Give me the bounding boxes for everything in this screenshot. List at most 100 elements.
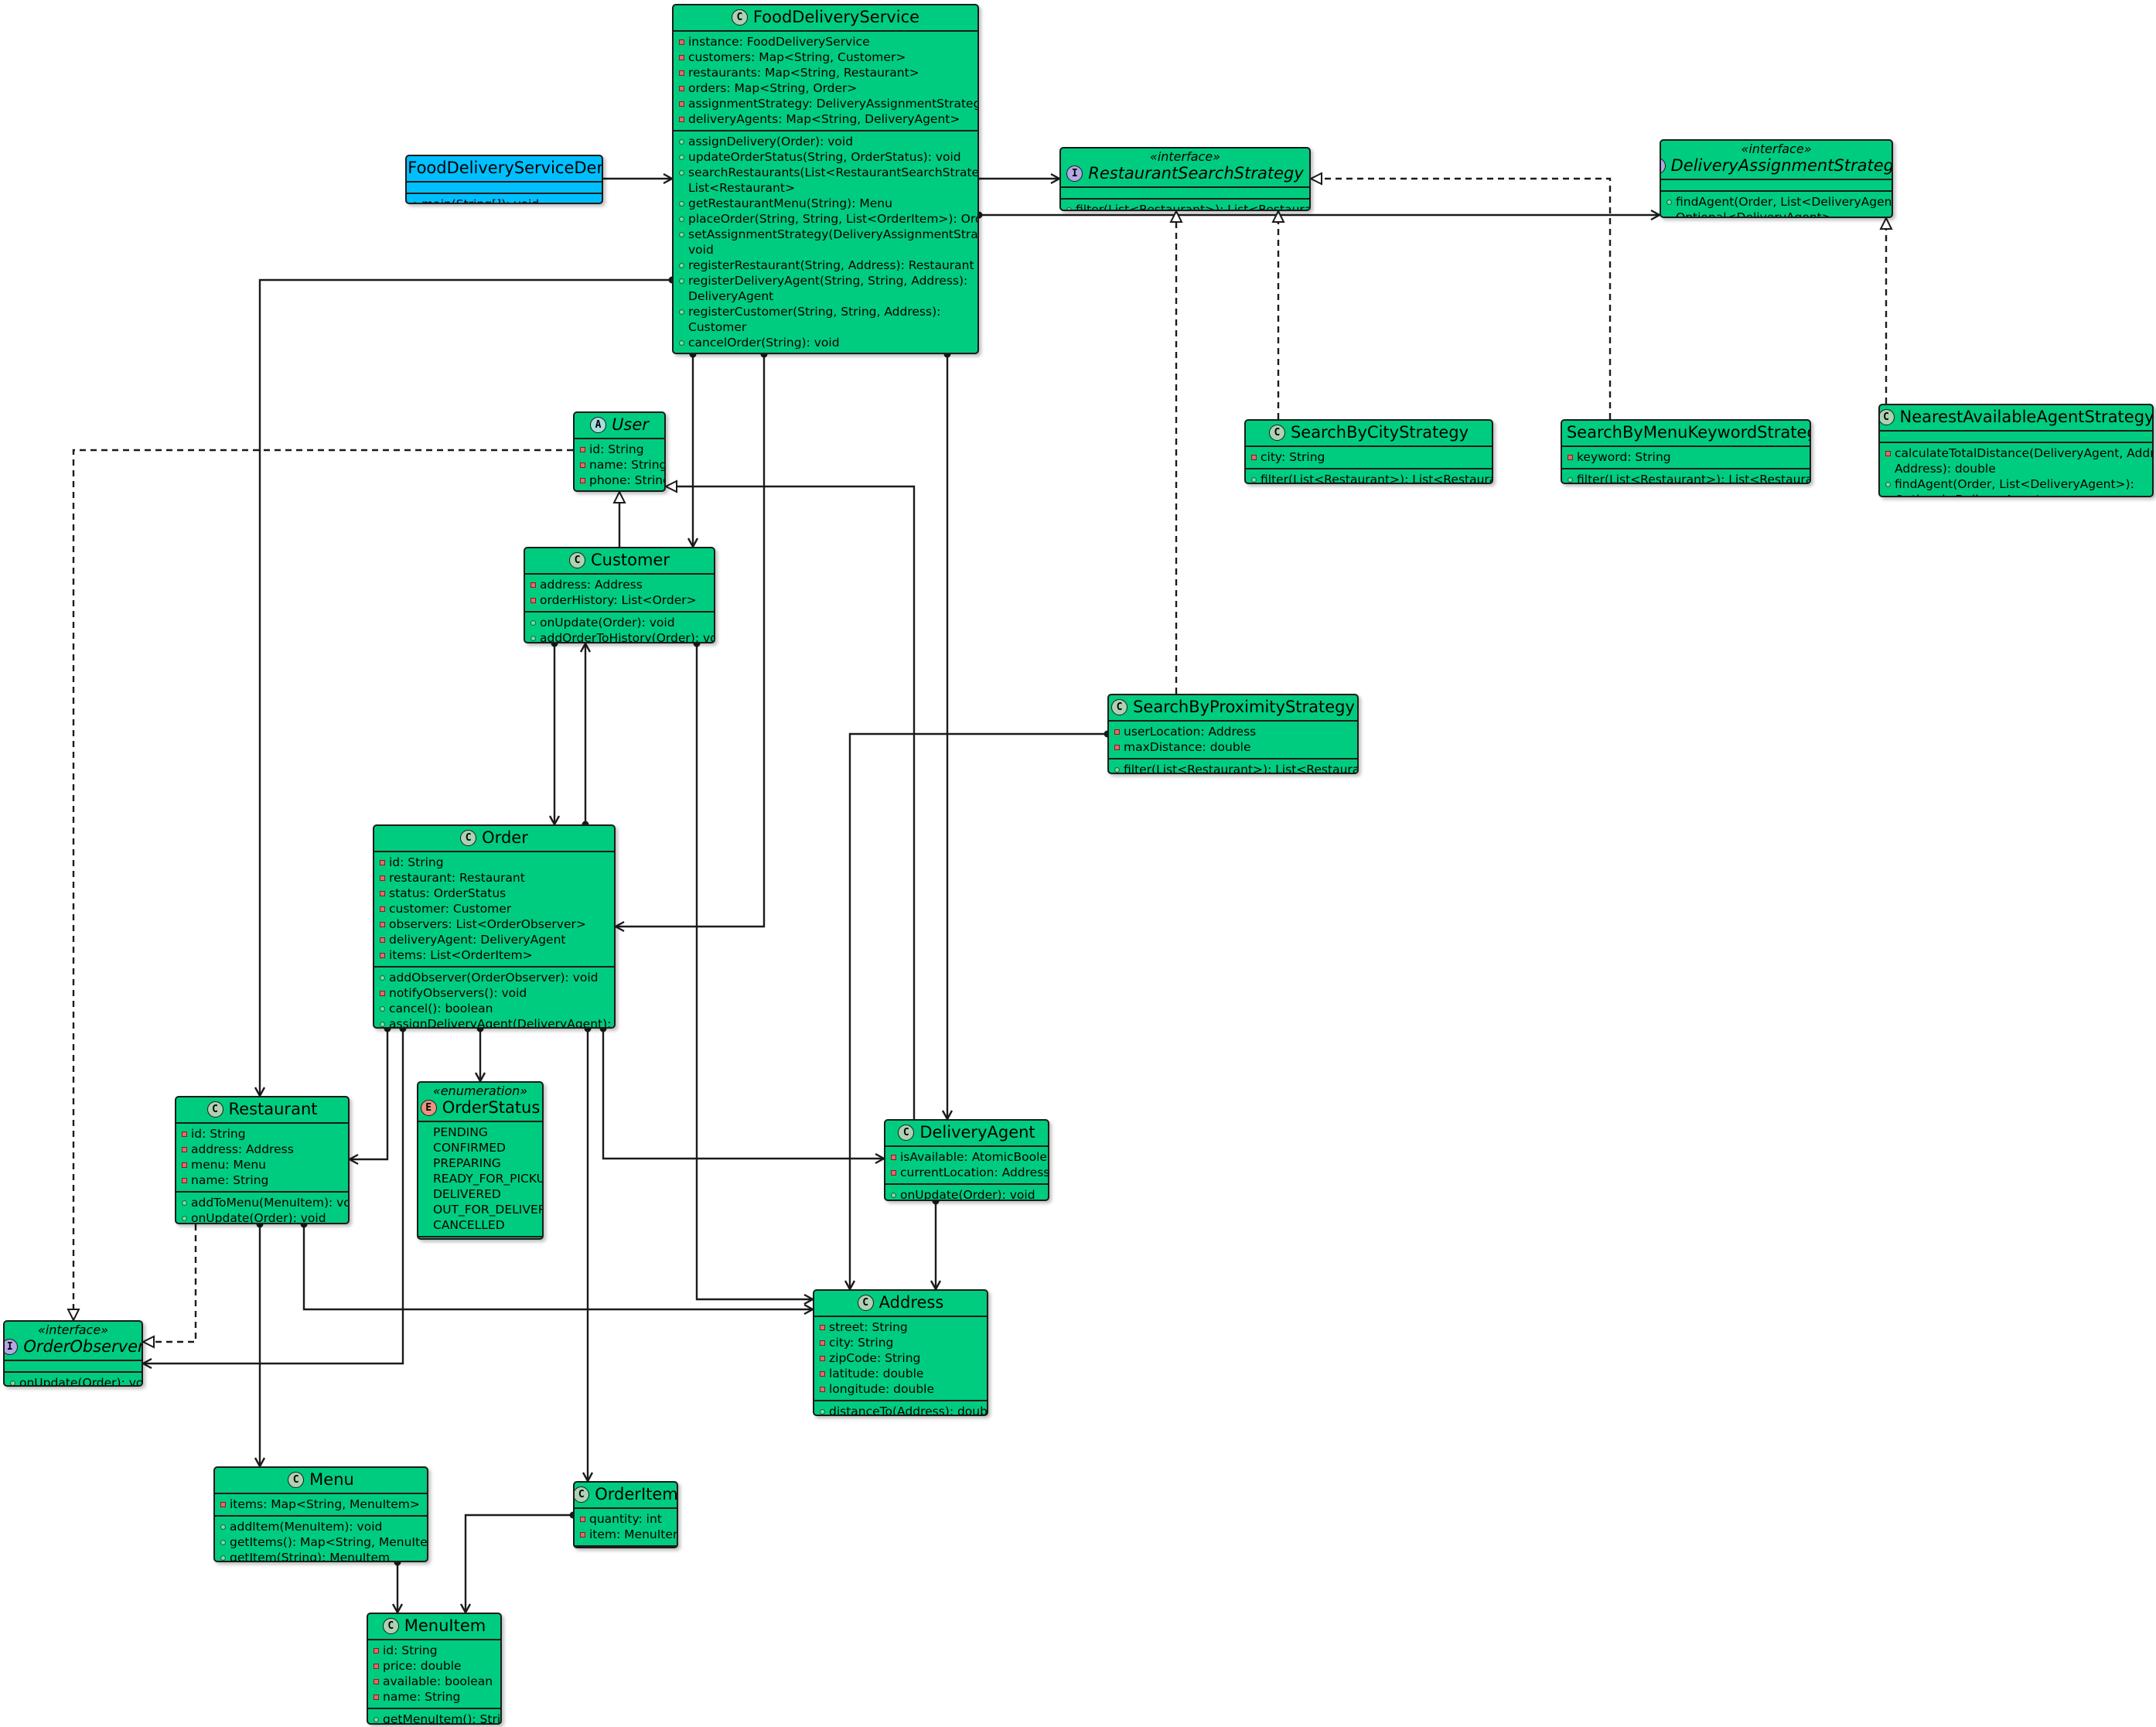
class-name: SearchByCityStrategy bbox=[1290, 423, 1469, 442]
private-visibility-icon bbox=[377, 947, 389, 963]
method-member-text: findAgent(Order, List<DeliveryAgent>): O… bbox=[1676, 195, 1892, 218]
class-box-kw[interactable]: CSearchByMenuKeywordStrategykeyword: Str… bbox=[1561, 419, 1811, 484]
field-member: PENDING bbox=[421, 1125, 539, 1140]
method-member: distanceTo(Address): double bbox=[817, 1404, 987, 1415]
field-member-text: phone: String bbox=[589, 473, 666, 487]
field-member: name: String bbox=[371, 1689, 497, 1705]
private-visibility-icon bbox=[528, 592, 540, 608]
methods-section: filter(List<Restaurant>): List<Restauran… bbox=[1562, 469, 1810, 483]
field-member: orders: Map<String, Order> bbox=[677, 80, 974, 96]
stereotype-label: «interface» bbox=[37, 1323, 109, 1337]
methods-section: getMenuItem(): String bbox=[368, 1709, 500, 1723]
public-visibility-icon bbox=[421, 1140, 433, 1155]
field-member: customers: Map<String, Customer> bbox=[677, 49, 974, 65]
field-member-text: price: double bbox=[383, 1659, 462, 1673]
relation-realization-restaurant-observer bbox=[143, 1224, 197, 1343]
hollow-triangle-arrowhead bbox=[1308, 172, 1322, 186]
fields-section: items: Map<String, MenuItem> bbox=[215, 1494, 427, 1517]
public-visibility-icon bbox=[218, 1519, 230, 1534]
public-visibility-icon bbox=[8, 1375, 19, 1385]
class-box-demo[interactable]: CFoodDeliveryServiceDemomain(String[]): … bbox=[405, 155, 603, 204]
class-name: RestaurantSearchStrategy bbox=[1088, 164, 1304, 183]
field-member: city: String bbox=[1249, 449, 1489, 465]
methods-section: findAgent(Order, List<DeliveryAgent>): O… bbox=[1661, 192, 1892, 218]
hollow-triangle-arrowhead bbox=[612, 490, 626, 503]
method-member-text: filter(List<Restaurant>): List<Restauran… bbox=[1261, 473, 1493, 484]
class-type-icon: C bbox=[1268, 424, 1285, 441]
field-member-text: isAvailable: AtomicBoolean bbox=[900, 1150, 1049, 1164]
field-member-text: status: OrderStatus bbox=[389, 886, 507, 900]
field-member: CANCELLED bbox=[421, 1217, 539, 1233]
class-box-das[interactable]: «interface»IDeliveryAssignmentStrategyfi… bbox=[1660, 139, 1893, 218]
methods-section: onUpdate(Order): void bbox=[5, 1373, 142, 1385]
relation-composition-orderitem-menuitem bbox=[464, 1514, 573, 1613]
public-visibility-icon bbox=[1064, 202, 1076, 210]
public-visibility-icon bbox=[421, 1202, 433, 1217]
method-member: getRestaurantMenu(String): Menu bbox=[677, 196, 974, 211]
method-member: onUpdate(Order): void bbox=[179, 1210, 345, 1223]
field-member: street: String bbox=[817, 1319, 984, 1335]
class-name: DeliveryAgent bbox=[919, 1123, 1035, 1142]
method-member: updateOrderStatus(String, OrderStatus): … bbox=[677, 149, 974, 165]
field-member: price: double bbox=[371, 1658, 497, 1674]
class-name: Address bbox=[878, 1293, 944, 1312]
field-member-text: keyword: String bbox=[1577, 450, 1671, 464]
class-box-city[interactable]: C SearchByCityStrategy city: String filter(… bbox=[1244, 419, 1493, 484]
method-member-text: cancel(): boolean bbox=[389, 1002, 493, 1015]
field-member-text: name: String bbox=[589, 458, 666, 472]
field-member: items: Map<String, MenuItem> bbox=[218, 1497, 424, 1512]
relation-composition-fds-order bbox=[616, 354, 766, 928]
method-member-text: setAssignmentStrategy(DeliveryAssignment… bbox=[688, 227, 978, 257]
method-member-text: placeOrder(String, String, List<OrderIte… bbox=[688, 212, 979, 226]
field-member-text: zipCode: String bbox=[829, 1351, 921, 1365]
field-member-text: available: boolean bbox=[383, 1674, 493, 1688]
field-member: assignmentStrategy: DeliveryAssignmentSt… bbox=[677, 96, 977, 111]
fields-section bbox=[1061, 188, 1309, 200]
field-member-text: city: String bbox=[829, 1336, 894, 1350]
hollow-triangle-arrowhead bbox=[141, 1335, 155, 1349]
field-member: customer: Customer bbox=[377, 901, 611, 916]
field-member-text: city: String bbox=[1261, 450, 1325, 464]
field-member-text: CANCELLED bbox=[433, 1218, 505, 1232]
fields-section: keyword: String bbox=[1562, 447, 1810, 469]
method-member: cancelOrder(String): void bbox=[677, 335, 974, 350]
method-member: onUpdate(Order): void bbox=[528, 615, 711, 630]
method-member-text: filter(List<Restaurant>): List<Restauran… bbox=[1076, 203, 1311, 211]
methods-section: filter(List<Restaurant>): List<Restauran… bbox=[1061, 200, 1311, 211]
field-member: CONFIRMED bbox=[421, 1140, 539, 1155]
field-member-text: userLocation: Address bbox=[1124, 725, 1257, 739]
field-member: PREPARING bbox=[421, 1155, 539, 1171]
private-visibility-icon bbox=[677, 111, 688, 127]
field-member-text: PENDING bbox=[433, 1125, 488, 1139]
method-member: registerCustomer(String, String, Address… bbox=[677, 304, 974, 335]
public-visibility-icon bbox=[1249, 472, 1261, 483]
private-visibility-icon bbox=[677, 96, 688, 111]
class-name: Order bbox=[482, 828, 528, 847]
field-member-text: deliveryAgent: DeliveryAgent bbox=[389, 933, 566, 947]
field-member: deliveryAgents: Map<String, DeliveryAgen… bbox=[677, 111, 974, 127]
method-member: filter(List<Restaurant>): List<Restauran… bbox=[1565, 472, 1810, 483]
private-visibility-icon bbox=[179, 1157, 191, 1172]
stereotype-label: «interface» bbox=[1741, 142, 1812, 156]
private-visibility-icon bbox=[377, 886, 389, 901]
